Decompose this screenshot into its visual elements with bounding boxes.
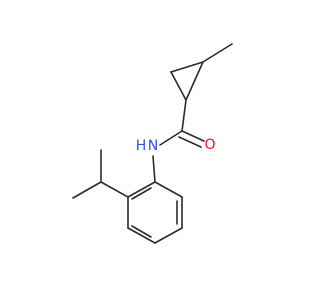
ring-bond-c1-c2 [170, 71, 187, 101]
isopropyl-methyl-2 [72, 181, 102, 199]
nitrogen-label: N [148, 138, 158, 154]
structure-canvas: N H O [72, 43, 233, 244]
n-aryl-bond [152, 155, 156, 183]
methyl-bond [202, 43, 233, 63]
benzene-bond-6 [127, 181, 156, 198]
hydrogen-label: H [136, 138, 147, 154]
isopropyl-bond [100, 181, 129, 198]
amide-bond [159, 130, 183, 146]
benzene-double-2 [131, 225, 152, 238]
ring-bond-c2-c3 [170, 61, 204, 73]
ring-bond-c3-c1 [185, 61, 204, 101]
ring-carbonyl-bond [181, 99, 187, 132]
benzene-double-3 [131, 187, 152, 200]
carbonyl-double-bond-b [178, 136, 202, 148]
carbonyl-double-bond-a [181, 130, 205, 142]
benzene-bond-1 [154, 181, 183, 198]
benzene-bond-4 [127, 227, 156, 244]
molecule-structure: N H O [72, 43, 233, 244]
benzene-bond-3 [154, 227, 183, 244]
oxygen-label: O [204, 137, 215, 153]
